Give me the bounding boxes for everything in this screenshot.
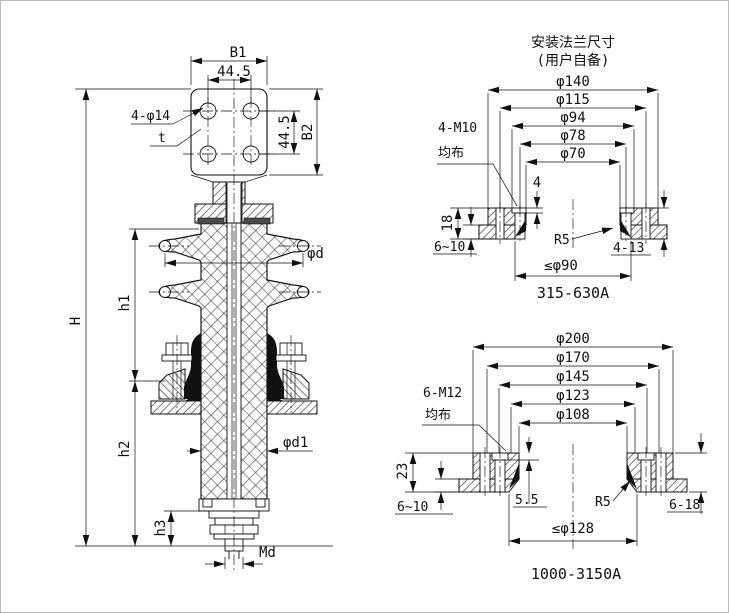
flange1-dia2: φ115: [556, 92, 590, 108]
flange1-holes: 4-13: [613, 241, 644, 256]
dim-rod-dia: φd1: [283, 435, 308, 451]
terminal-pad: [190, 88, 268, 176]
flange2-dia2: φ170: [556, 350, 590, 366]
flange-note-line2: (用户自备): [537, 52, 610, 69]
dim-B2: B2: [300, 124, 316, 141]
bolt-right: [275, 335, 307, 413]
dim-44-5-right: 44.5: [277, 115, 293, 149]
flange-note: 安装法兰尺寸 (用户自备): [531, 35, 615, 69]
flange1-dia4: φ78: [560, 128, 585, 144]
dim-shed-dia: φd: [307, 246, 324, 262]
flange1-height: 18: [440, 215, 456, 232]
dim-44-5-top: 44.5: [217, 64, 251, 80]
flange2-holes: 6-18: [669, 498, 700, 513]
flange2-dia3: φ145: [556, 369, 590, 385]
flange2-dia5: φ108: [556, 407, 590, 423]
flange-section-315-630A: φ140 φ115 φ94 φ78 φ70 4-M10 均布 4 18: [433, 74, 669, 302]
flange1-counterbore-depth: 4: [533, 175, 541, 191]
flange1-max-hole: ≤φ90: [544, 258, 578, 274]
counterbore: [511, 207, 527, 214]
dim-h3: h3: [153, 520, 169, 537]
rubber-seal-left: [184, 333, 201, 399]
thickness-label: t: [158, 131, 166, 146]
insulator-front-view: H h1 h2 h3 B1 44.5 B2 44.5 4-φ14 t: [68, 45, 333, 573]
flange2-dia4: φ123: [556, 388, 590, 404]
flange-section-1000-3150A: φ200 φ170 φ145 φ123 φ108 6-M12 均布 23 6~1…: [395, 331, 707, 583]
dim-h1: h1: [117, 295, 133, 312]
flange2-fillet: R5: [595, 495, 611, 510]
gasket-right: [243, 217, 271, 225]
flange1-plate-thickness: 6~10: [434, 240, 465, 255]
flange1-dia5: φ70: [560, 146, 585, 162]
gasket-left: [197, 217, 225, 225]
flange2-height: 23: [395, 463, 411, 480]
flange2-dimensions: φ200 φ170 φ145 φ123 φ108 6-M12 均布 23 6~1…: [395, 331, 707, 546]
dim-B1: B1: [230, 45, 247, 61]
flange2-max-hole: ≤φ128: [552, 521, 594, 537]
hole-callout: 4-φ14: [131, 109, 170, 124]
dim-H: H: [68, 317, 84, 325]
flange-note-line1: 安装法兰尺寸: [531, 35, 615, 51]
flange1-title: 315-630A: [537, 284, 609, 302]
left-view-dimensions: H h1 h2 h3 B1 44.5 B2 44.5 4-φ14 t: [68, 45, 333, 569]
flange1-dia3: φ94: [560, 110, 585, 126]
flange2-offset: 5.5: [515, 493, 538, 508]
dim-h2: h2: [117, 441, 133, 458]
flange1-bolt-label2: 均布: [438, 146, 464, 161]
flange2-plate-thickness: 6~10: [397, 500, 428, 515]
flange1-dia1: φ140: [556, 74, 590, 90]
bolt-left: [161, 335, 193, 413]
flange1-dimensions: φ140 φ115 φ94 φ78 φ70 4-M10 均布 4 18: [433, 74, 669, 281]
flange1-bolt-label1: 4-M10: [438, 121, 477, 136]
base-plate-right: [266, 400, 318, 415]
dim-thread: Md: [259, 545, 276, 561]
flange2-bolt-label2: 均布: [425, 408, 451, 423]
rubber-seal-right: [267, 333, 284, 399]
base-plate-left: [150, 400, 202, 415]
flange2-bolt-label1: 6-M12: [423, 386, 462, 401]
counterbore: [619, 207, 635, 214]
flange2-title: 1000-3150A: [531, 565, 621, 583]
flange1-fillet: R5: [554, 233, 570, 248]
flange2-dia1: φ200: [556, 331, 590, 347]
